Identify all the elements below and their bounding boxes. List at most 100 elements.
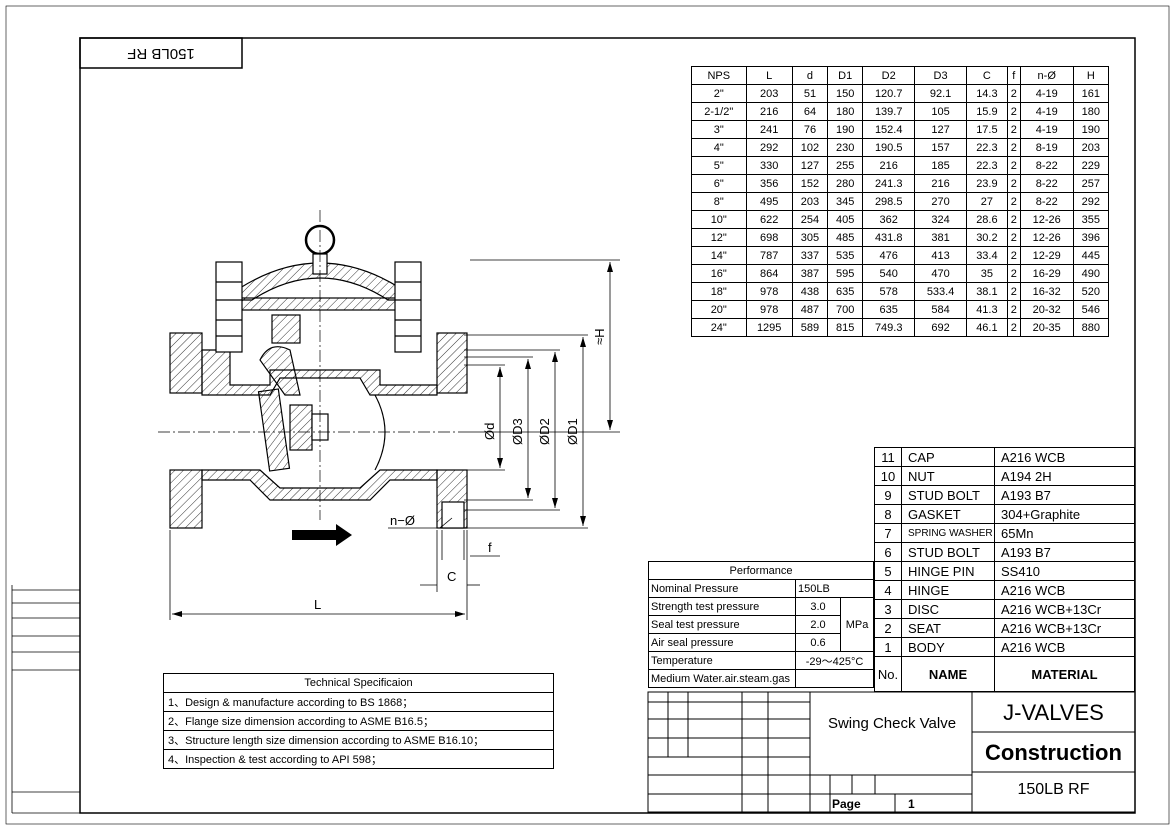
table-cell: 23.9 bbox=[966, 174, 1008, 193]
table-cell: 10" bbox=[691, 210, 747, 229]
dim-label-n-phi: n−Ø bbox=[390, 513, 415, 528]
table-cell: 127 bbox=[791, 156, 829, 175]
table-cell: 978 bbox=[745, 282, 793, 301]
part-number: 3 bbox=[874, 599, 902, 619]
table-cell: 978 bbox=[745, 300, 793, 319]
technical-specification: Technical Specificaion 1、Design & manufa… bbox=[163, 673, 554, 769]
table-cell: 139.7 bbox=[862, 102, 916, 121]
table-cell: 330 bbox=[745, 156, 793, 175]
table-cell: 161 bbox=[1072, 84, 1110, 103]
table-cell: 27 bbox=[966, 192, 1008, 211]
table-cell: 18" bbox=[691, 282, 747, 301]
dim-label-l: L bbox=[314, 597, 321, 612]
technical-item: 1、Design & manufacture according to BS 1… bbox=[163, 692, 554, 712]
page-number: 1 bbox=[908, 797, 915, 811]
header-name: NAME bbox=[901, 656, 995, 692]
part-material: 304+Graphite bbox=[994, 504, 1135, 524]
table-cell: 787 bbox=[745, 246, 793, 265]
table-cell: 2 bbox=[1006, 246, 1021, 265]
table-cell: 2 bbox=[1006, 138, 1021, 157]
table-cell: 14.3 bbox=[966, 84, 1008, 103]
part-name: STUD BOLT bbox=[901, 542, 995, 562]
table-cell: 692 bbox=[914, 318, 968, 337]
table-cell: 387 bbox=[791, 264, 829, 283]
part-name: HINGE bbox=[901, 580, 995, 600]
table-cell: 203 bbox=[791, 192, 829, 211]
table-cell: 216 bbox=[914, 174, 968, 193]
seal-test-label: Seal test pressure bbox=[648, 615, 796, 634]
part-number: 8 bbox=[874, 504, 902, 524]
dim-label-c: C bbox=[447, 569, 456, 584]
performance-table: Performance Nominal Pressure 150LB Stren… bbox=[648, 561, 874, 688]
table-cell: 305 bbox=[791, 228, 829, 247]
part-material: A216 WCB+13Cr bbox=[994, 599, 1135, 619]
table-cell: 324 bbox=[914, 210, 968, 229]
part-number: 10 bbox=[874, 466, 902, 486]
part-number: 9 bbox=[874, 485, 902, 505]
table-cell: 255 bbox=[827, 156, 864, 175]
medium-label: Medium Water.air.steam.gas bbox=[648, 669, 796, 688]
table-cell: 4-19 bbox=[1019, 120, 1074, 139]
table-cell: 20-35 bbox=[1019, 318, 1074, 337]
table-cell: 578 bbox=[862, 282, 916, 301]
dim-header-cell: NPS bbox=[691, 66, 747, 85]
table-cell: 92.1 bbox=[914, 84, 968, 103]
table-cell: 2 bbox=[1006, 210, 1021, 229]
table-cell: 2 bbox=[1006, 264, 1021, 283]
table-cell: 190 bbox=[1072, 120, 1110, 139]
table-cell: 635 bbox=[862, 300, 916, 319]
table-cell: 438 bbox=[791, 282, 829, 301]
part-name: HINGE PIN bbox=[901, 561, 995, 581]
part-number: 1 bbox=[874, 637, 902, 657]
part-material: SS410 bbox=[994, 561, 1135, 581]
technical-item: 3、Structure length size dimension accord… bbox=[163, 730, 554, 750]
temperature-value: -29～425°C bbox=[795, 651, 874, 670]
table-cell: 254 bbox=[791, 210, 829, 229]
table-cell: 8-22 bbox=[1019, 192, 1074, 211]
part-material: A216 WCB+13Cr bbox=[994, 618, 1135, 638]
part-material: A216 WCB bbox=[994, 447, 1135, 467]
dim-header-cell: D1 bbox=[827, 66, 864, 85]
table-cell: 51 bbox=[791, 84, 829, 103]
part-name: CAP bbox=[901, 447, 995, 467]
table-cell: 356 bbox=[745, 174, 793, 193]
table-cell: 46.1 bbox=[966, 318, 1008, 337]
table-cell: 16" bbox=[691, 264, 747, 283]
table-cell: 476 bbox=[862, 246, 916, 265]
air-seal-label: Air seal pressure bbox=[648, 633, 796, 652]
table-cell: 203 bbox=[745, 84, 793, 103]
strength-test-label: Strength test pressure bbox=[648, 597, 796, 616]
dim-header-cell: D3 bbox=[914, 66, 968, 85]
part-material: A216 WCB bbox=[994, 637, 1135, 657]
nominal-pressure-value: 150LB bbox=[795, 579, 874, 598]
table-cell: 241.3 bbox=[862, 174, 916, 193]
table-cell: 22.3 bbox=[966, 156, 1008, 175]
table-cell: 203 bbox=[1072, 138, 1110, 157]
part-material: A193 B7 bbox=[994, 542, 1135, 562]
table-cell: 2 bbox=[1006, 228, 1021, 247]
air-seal-value: 0.6 bbox=[795, 633, 841, 652]
table-cell: 22.3 bbox=[966, 138, 1008, 157]
part-name: SEAT bbox=[901, 618, 995, 638]
corner-label: 150LB RF bbox=[127, 45, 195, 62]
table-cell: 257 bbox=[1072, 174, 1110, 193]
table-cell: 2" bbox=[691, 84, 747, 103]
table-cell: 487 bbox=[791, 300, 829, 319]
table-cell: 345 bbox=[827, 192, 864, 211]
table-cell: 2 bbox=[1006, 84, 1021, 103]
medium-label-text: Medium bbox=[651, 672, 691, 685]
table-cell: 413 bbox=[914, 246, 968, 265]
table-cell: 4-19 bbox=[1019, 102, 1074, 121]
